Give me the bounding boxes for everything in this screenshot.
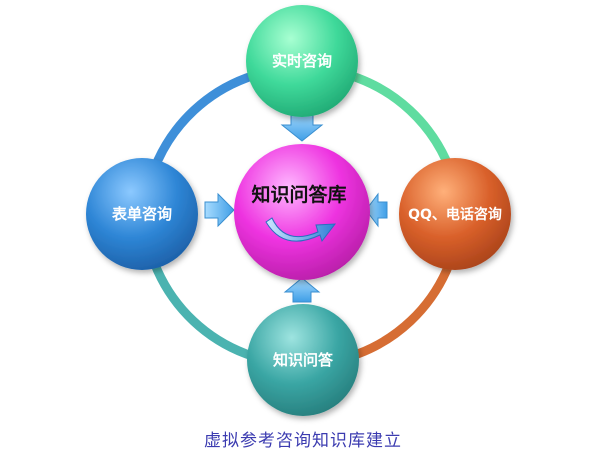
top-node (246, 5, 358, 117)
arrow-right-icon (204, 192, 235, 228)
curved-arrow-icon (265, 217, 337, 243)
top-circle (246, 5, 358, 117)
arrow-left-icon (365, 192, 388, 228)
arrow-up-icon (283, 277, 321, 303)
bottom-label: 知识问答 (273, 351, 334, 369)
left-circle (86, 158, 198, 270)
bottom-node (247, 304, 359, 416)
top-label: 实时咨询 (272, 52, 332, 70)
center-label: 知识问答库 (251, 183, 346, 206)
center-node (234, 144, 370, 280)
center-circle (234, 144, 370, 280)
left-node (86, 158, 198, 270)
left-label: 表单咨询 (112, 205, 172, 223)
caption: 虚拟参考咨询知识库建立 (204, 431, 402, 451)
right-circle (399, 158, 511, 270)
right-node (399, 158, 511, 270)
bottom-circle (247, 304, 359, 416)
right-label: QQ、电话咨询 (408, 206, 502, 223)
